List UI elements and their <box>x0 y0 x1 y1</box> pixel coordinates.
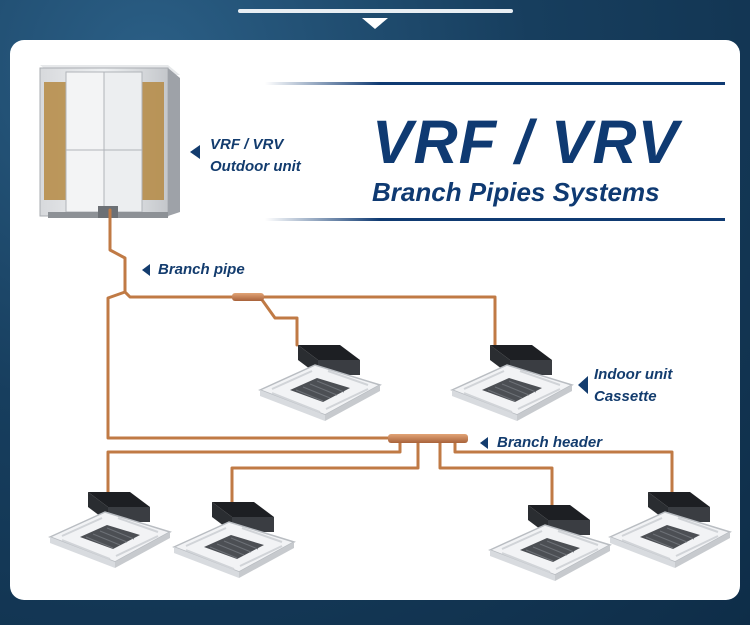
page-title: VRF / VRV <box>372 108 680 176</box>
indoor-cassette-4 <box>173 501 295 579</box>
indoor-cassette-1 <box>259 344 381 422</box>
label-outdoor-unit: VRF / VRV Outdoor unit <box>210 134 301 178</box>
header-rule-top <box>265 82 725 85</box>
label-indoor-line2: Cassette <box>594 388 657 405</box>
branch-header-bar <box>388 434 468 443</box>
pointer-indoor-icon <box>578 376 588 394</box>
indoor-cassette-3 <box>49 491 171 569</box>
branch-joint <box>232 293 264 301</box>
pointer-outdoor-icon <box>190 145 200 159</box>
label-outdoor-line1: VRF / VRV <box>210 136 284 153</box>
outdoor-unit <box>39 65 180 218</box>
header-rule-bottom <box>265 218 725 221</box>
label-branch-pipe: Branch pipe <box>158 261 245 278</box>
label-indoor-unit: Indoor unit Cassette <box>594 364 672 408</box>
pointer-branch-header-icon <box>480 437 488 449</box>
label-outdoor-line2: Outdoor unit <box>210 158 301 175</box>
pipes <box>106 208 674 510</box>
page-subtitle: Branch Pipies Systems <box>372 177 660 207</box>
indoor-cassette-5 <box>489 504 611 582</box>
label-branch-header: Branch header <box>497 434 603 451</box>
pointer-branch-pipe-icon <box>142 264 150 276</box>
label-indoor-line1: Indoor unit <box>594 366 673 383</box>
indoor-cassette-6 <box>609 491 731 569</box>
top-decor-bar <box>238 9 513 13</box>
down-triangle-icon <box>362 18 388 29</box>
indoor-cassette-2 <box>451 344 573 422</box>
